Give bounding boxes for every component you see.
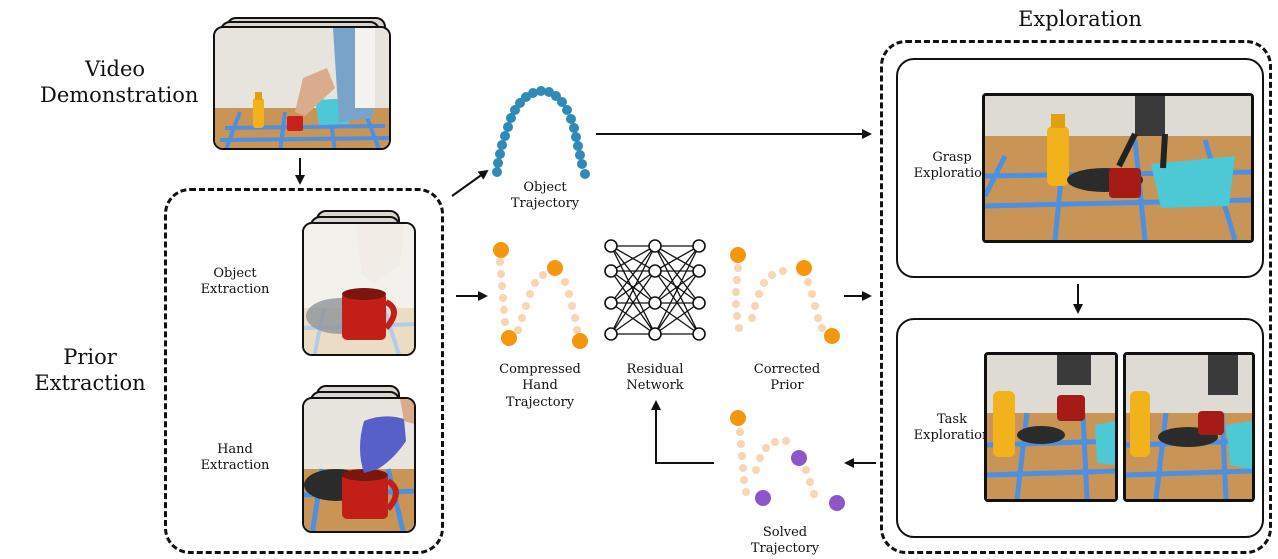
video-demonstration-title: Video Demonstration	[40, 57, 199, 108]
network-edge	[654, 245, 700, 272]
network-edge	[654, 270, 700, 335]
corrected-prior-path	[730, 247, 840, 344]
solved-trajectory-path	[730, 410, 845, 511]
network-edge	[654, 245, 700, 304]
network-edge	[610, 245, 656, 272]
hand-extraction-label: Hand Extraction	[200, 442, 270, 474]
network-edge	[610, 270, 656, 304]
exploration-title: Exploration	[1018, 7, 1142, 31]
solved-trajectory-label: Solved Trajectory	[750, 525, 820, 557]
network-edge	[654, 245, 700, 335]
task-exploration-image-2	[1123, 352, 1255, 502]
network-edge	[610, 245, 656, 335]
grasp-exploration-label: Grasp Exploration	[913, 150, 991, 182]
object-extraction-image	[302, 222, 416, 356]
object-trajectory-path	[492, 86, 590, 179]
object-extraction-label: Object Extraction	[200, 266, 270, 298]
hand-extraction-image	[302, 397, 416, 533]
network-edge	[654, 270, 700, 304]
object-trajectory-label: Object Trajectory	[510, 180, 580, 212]
corrected-prior-label: Corrected Prior	[753, 362, 821, 394]
exploration-region	[880, 40, 1272, 554]
grasp-exploration-image	[982, 93, 1254, 243]
compressed-hand-trajectory-label: Compressed Hand Trajectory	[499, 362, 581, 410]
arrow-solved-to-network	[651, 400, 714, 464]
prior-extraction-title: Prior Extraction	[34, 345, 146, 396]
residual-network-graph	[604, 239, 706, 341]
network-edge	[654, 302, 700, 335]
video-demonstration-image	[213, 26, 391, 150]
prior-extraction-region	[164, 188, 444, 554]
network-edge	[610, 245, 656, 304]
network-edge	[610, 270, 656, 335]
network-edge	[610, 302, 656, 335]
compressed-hand-trajectory-path	[493, 242, 588, 349]
task-exploration-image-1	[984, 352, 1118, 502]
task-exploration-label: Task Exploration	[913, 412, 991, 444]
residual-network-label: Residual Network	[626, 362, 684, 394]
arrow-prior-to-object-traj	[451, 169, 489, 197]
